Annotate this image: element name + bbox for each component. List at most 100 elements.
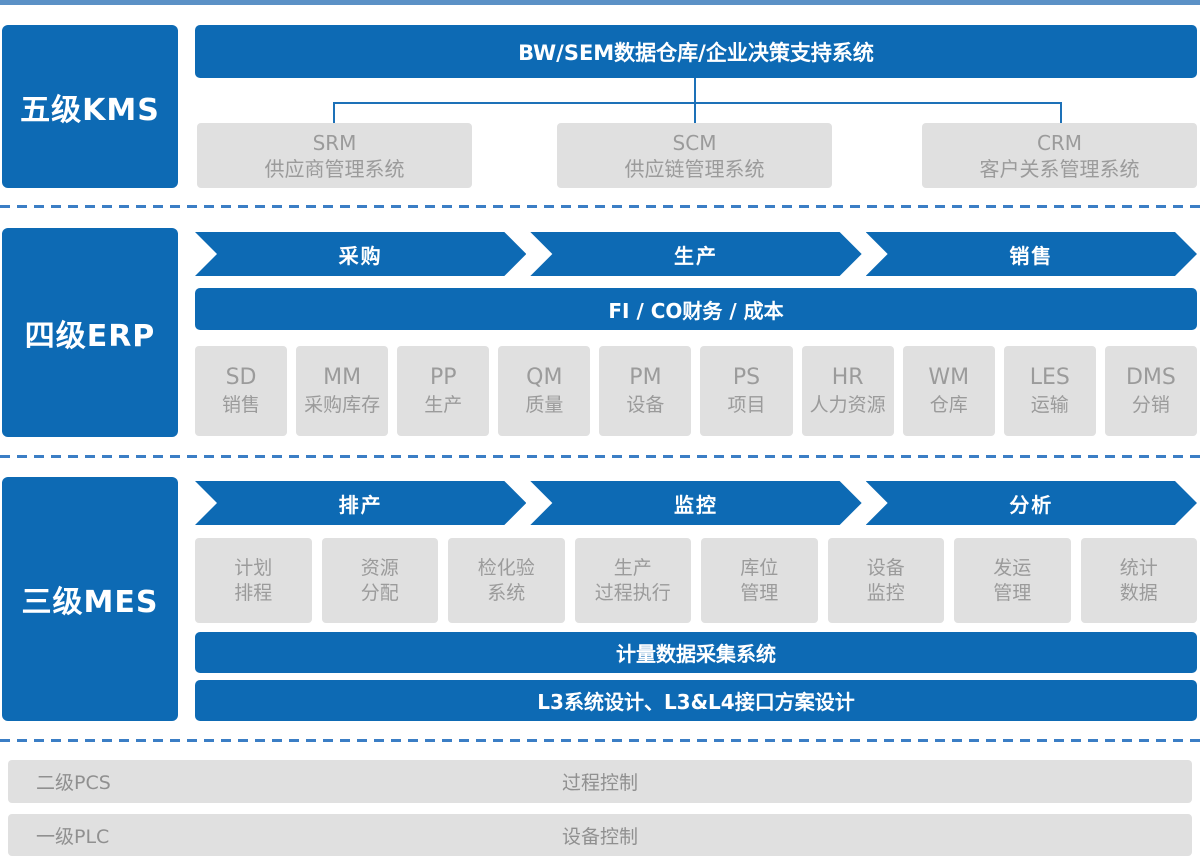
top-accent-strip	[0, 0, 1200, 5]
erp-module-hr-name: 人力资源	[809, 393, 886, 416]
mes-module-inspection-system-line2: 系统	[487, 581, 526, 604]
pcs-name: 过程控制	[561, 772, 638, 794]
erp-module-hr: HR 人力资源	[801, 346, 894, 436]
mes-module-equipment-monitoring-line1: 设备	[866, 556, 905, 579]
crm-code: CRM	[1036, 130, 1083, 155]
level-label-erp-text: 四级ERP	[24, 318, 156, 354]
mes-module-resource-allocation-line2: 分配	[360, 581, 399, 604]
mes-module-equipment-monitoring: 设备 监控	[827, 538, 944, 623]
connector-line-horizontal	[333, 102, 1062, 104]
scm-name: 供应链管理系统	[624, 156, 765, 181]
level-label-kms-text: 五级KMS	[20, 92, 160, 128]
erp-module-pm: PM 设备	[599, 346, 692, 436]
mes-arrow-monitoring: 监控	[530, 481, 861, 525]
bw-sem-bar: BW/SEM数据仓库/企业决策支持系统	[195, 25, 1197, 78]
mes-arrow-analysis: 分析	[866, 481, 1197, 525]
scm-box: SCM 供应链管理系统	[557, 123, 832, 188]
erp-module-wm: WM 仓库	[902, 346, 995, 436]
connector-line-center	[694, 78, 696, 123]
erp-module-dms: DMS 分销	[1104, 346, 1197, 436]
metering-data-bar: 计量数据采集系统	[195, 632, 1197, 673]
erp-module-ps: PS 项目	[700, 346, 793, 436]
mes-module-row: 计划 排程 资源 分配 检化验 系统 生产 过程执行 库位 管理 设备 监控 发…	[195, 538, 1197, 623]
mes-module-plan-scheduling-line1: 计划	[234, 556, 273, 579]
mes-module-inspection-system: 检化验 系统	[448, 538, 565, 623]
pcs-level-label: 二级PCS	[36, 772, 111, 794]
level-label-kms: 五级KMS	[2, 25, 178, 188]
mes-module-statistics-data-line1: 统计	[1119, 556, 1158, 579]
mes-arrow-monitoring-text: 监控	[673, 492, 718, 517]
erp-module-dms-code: DMS	[1125, 365, 1176, 391]
erp-module-les: LES 运输	[1003, 346, 1096, 436]
plc-name: 设备控制	[561, 825, 638, 848]
metering-data-bar-text: 计量数据采集系统	[616, 642, 776, 666]
erp-arrow-sales-text: 销售	[1009, 243, 1054, 268]
l3-design-bar-text: L3系统设计、L3&L4接口方案设计	[537, 690, 855, 714]
plc-level-label: 一级PLC	[36, 825, 110, 848]
erp-module-qm-code: QM	[526, 365, 563, 391]
erp-module-qm: QM 质量	[498, 346, 591, 436]
divider-mes-pcs	[0, 739, 1200, 742]
erp-flow-arrows: 采购 生产 销售	[195, 232, 1197, 276]
crm-name: 客户关系管理系统	[979, 156, 1140, 181]
erp-arrow-production-text: 生产	[673, 243, 718, 268]
scm-code: SCM	[672, 130, 717, 155]
erp-module-sd: SD 销售	[195, 346, 288, 436]
erp-arrow-production: 生产	[530, 232, 861, 276]
erp-module-les-code: LES	[1029, 365, 1070, 391]
erp-module-wm-name: 仓库	[929, 393, 968, 416]
mes-flow-arrows: 排产 监控 分析	[195, 481, 1197, 525]
mes-module-shipping-management-line2: 管理	[993, 581, 1032, 604]
erp-module-row: SD 销售 MM 采购库存 PP 生产 QM 质量 PM 设备 PS 项目 HR…	[195, 346, 1197, 436]
srm-code: SRM	[312, 130, 357, 155]
erp-module-pm-code: PM	[629, 365, 662, 391]
pcs-bar: 过程控制 二级PCS	[8, 760, 1192, 803]
mes-module-storage-management-line2: 管理	[740, 581, 779, 604]
erp-module-mm: MM 采购库存	[296, 346, 389, 436]
level-label-mes: 三级MES	[2, 477, 178, 721]
erp-module-ps-name: 项目	[727, 393, 766, 416]
erp-module-hr-code: HR	[831, 365, 864, 391]
erp-arrow-procurement-text: 采购	[338, 243, 383, 268]
mes-module-storage-management-line1: 库位	[740, 556, 779, 579]
fico-bar-text: FI / CO财务 / 成本	[608, 298, 784, 323]
erp-module-pp-code: PP	[429, 365, 457, 391]
erp-arrow-procurement: 采购	[195, 232, 526, 276]
connector-line-crm	[1060, 102, 1062, 123]
crm-box: CRM 客户关系管理系统	[922, 123, 1197, 188]
mes-module-statistics-data-line2: 数据	[1119, 581, 1158, 604]
mes-module-resource-allocation-line1: 资源	[360, 556, 399, 579]
level-label-erp: 四级ERP	[2, 228, 178, 437]
mes-module-storage-management: 库位 管理	[701, 538, 818, 623]
mes-module-shipping-management-line1: 发运	[993, 556, 1032, 579]
mes-module-production-execution-line2: 过程执行	[594, 581, 671, 604]
connector-line-srm	[333, 102, 335, 123]
mes-module-production-execution-line1: 生产	[613, 556, 652, 579]
mes-module-production-execution: 生产 过程执行	[574, 538, 691, 623]
erp-module-mm-code: MM	[323, 365, 362, 391]
erp-arrow-sales: 销售	[866, 232, 1197, 276]
mes-module-statistics-data: 统计 数据	[1080, 538, 1197, 623]
mes-module-shipping-management: 发运 管理	[954, 538, 1071, 623]
mes-arrow-scheduling-text: 排产	[338, 492, 383, 517]
mes-module-equipment-monitoring-line2: 监控	[866, 581, 905, 604]
erp-module-ps-code: PS	[732, 365, 761, 391]
bw-sem-bar-text: BW/SEM数据仓库/企业决策支持系统	[518, 40, 874, 65]
erp-module-dms-name: 分销	[1131, 393, 1170, 416]
plc-bar: 设备控制 一级PLC	[8, 814, 1192, 856]
mes-module-plan-scheduling: 计划 排程	[195, 538, 312, 623]
divider-kms-erp	[0, 205, 1200, 208]
level-label-mes-text: 三级MES	[21, 585, 159, 620]
mes-module-resource-allocation: 资源 分配	[321, 538, 438, 623]
erp-module-les-name: 运输	[1030, 393, 1069, 416]
erp-module-sd-name: 销售	[222, 393, 261, 416]
mes-module-inspection-system-line1: 检化验	[477, 556, 535, 579]
erp-module-mm-name: 采购库存	[304, 393, 381, 416]
mes-arrow-scheduling: 排产	[195, 481, 526, 525]
srm-box: SRM 供应商管理系统	[197, 123, 472, 188]
srm-name: 供应商管理系统	[264, 156, 405, 181]
erp-module-pp: PP 生产	[397, 346, 490, 436]
l3-design-bar: L3系统设计、L3&L4接口方案设计	[195, 680, 1197, 721]
mes-module-plan-scheduling-line2: 排程	[234, 581, 273, 604]
erp-module-pp-name: 生产	[424, 393, 463, 416]
